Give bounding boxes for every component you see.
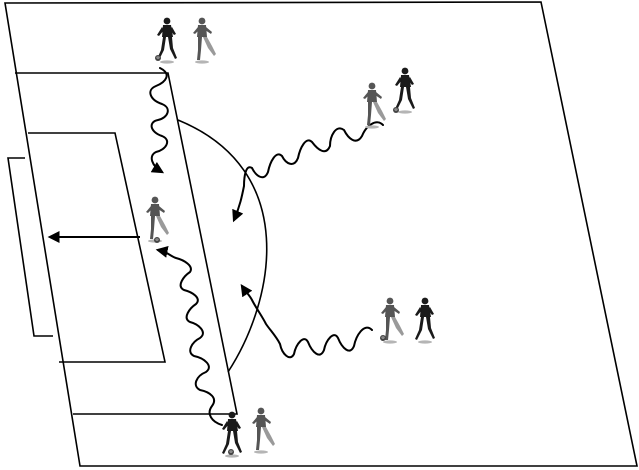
goal-area xyxy=(28,133,165,362)
player-icon xyxy=(415,298,435,344)
player-near-goal xyxy=(146,197,169,243)
ball-icon xyxy=(155,55,161,61)
player-group-top-left xyxy=(155,18,216,64)
ball-icon xyxy=(154,237,160,243)
dribble-path-bottom xyxy=(158,250,222,425)
ball-icon xyxy=(393,107,399,113)
player-group-middle-right xyxy=(380,298,435,344)
player-group-bottom xyxy=(222,408,275,458)
field-outline xyxy=(5,2,637,466)
ball-icon xyxy=(228,449,234,455)
penalty-arc xyxy=(178,120,267,372)
ball-icon xyxy=(380,335,386,341)
dribble-path-top xyxy=(150,68,167,172)
player-icon xyxy=(193,18,216,64)
dribble-path-middle-right xyxy=(242,286,372,357)
dribble-path-top-right xyxy=(234,122,383,220)
player-icon xyxy=(395,68,415,114)
goal-frame xyxy=(8,158,53,336)
player-icon xyxy=(146,197,169,243)
player-group-top-right xyxy=(363,68,415,129)
penalty-area xyxy=(15,73,237,414)
player-icon xyxy=(252,408,275,454)
